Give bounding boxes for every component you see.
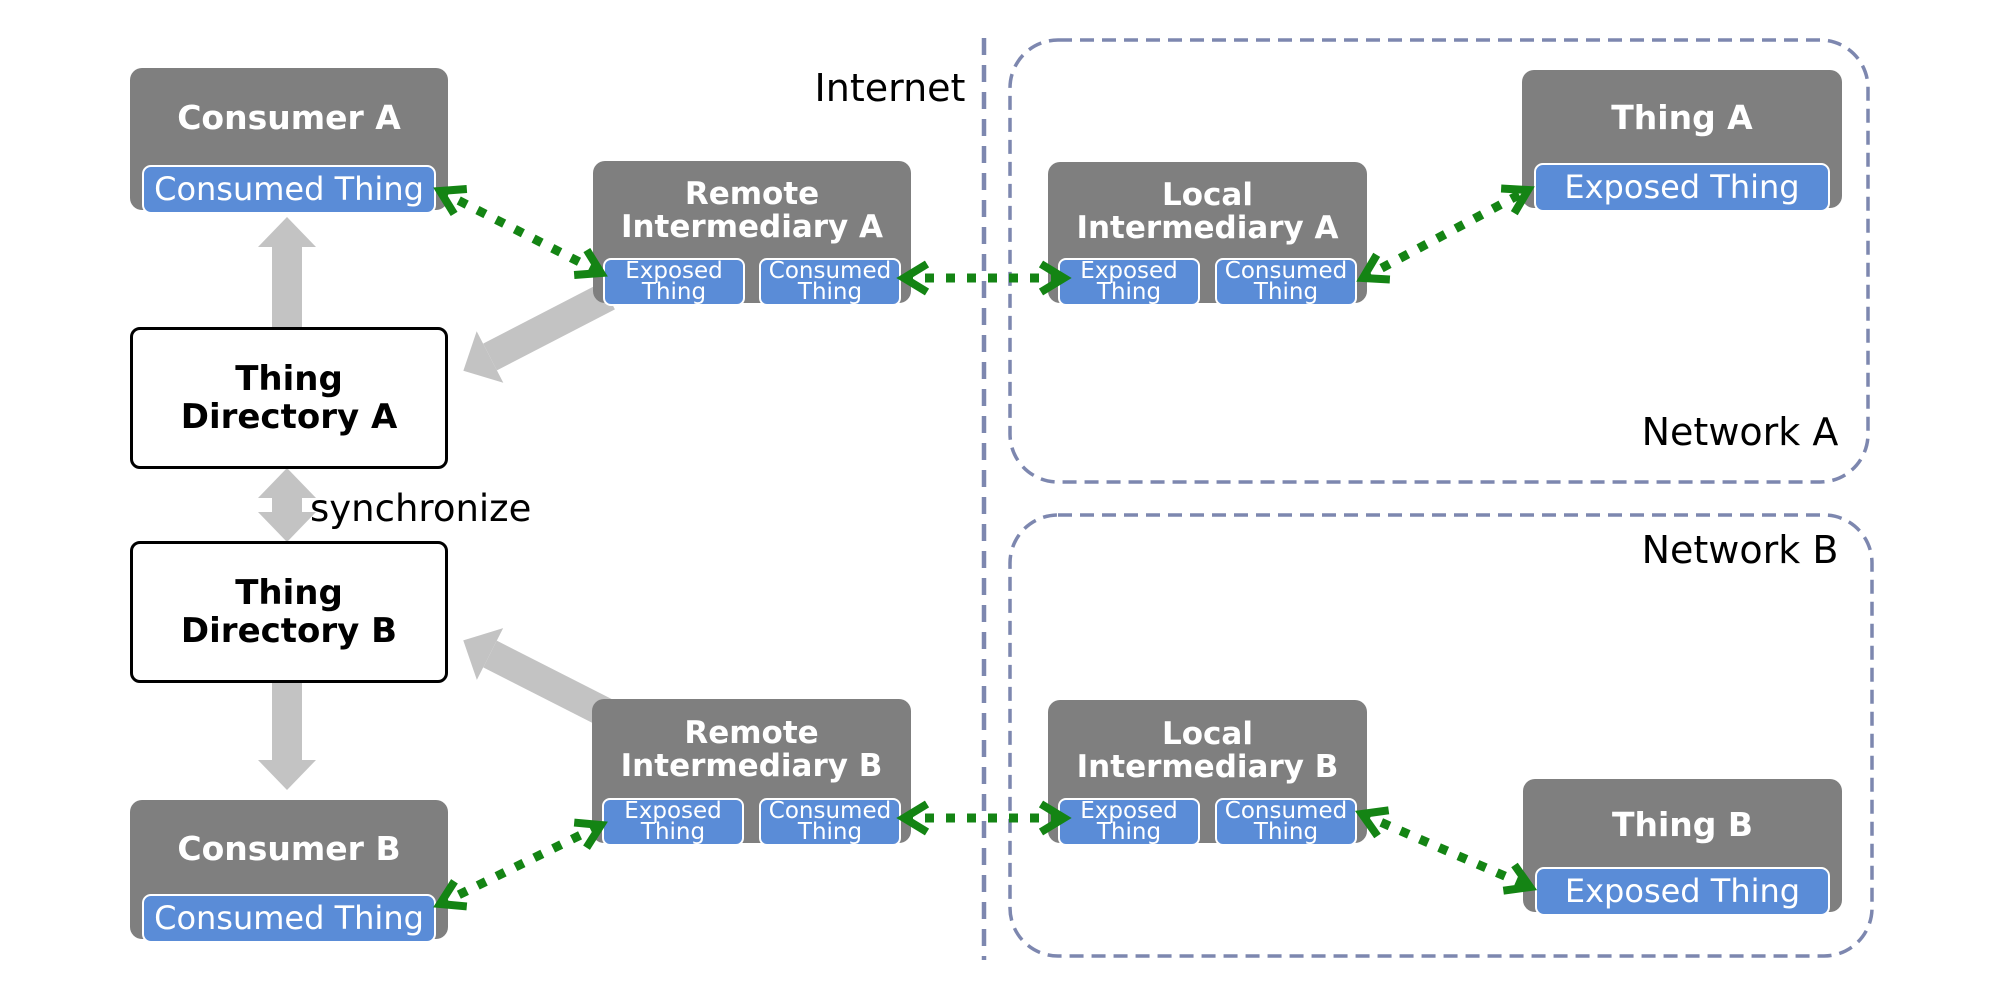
thing-directory-b-title: Thing Directory B xyxy=(180,573,398,651)
local-intermediary-b-title: Local Intermediary B xyxy=(1076,715,1339,785)
consumer-a-title: Consumer A xyxy=(177,98,401,137)
consumer-b-remote-intermediary-b-link xyxy=(433,818,608,911)
thing-a-title: Thing A xyxy=(1611,98,1753,137)
internet-label: Internet xyxy=(814,66,966,110)
remote-intermediary-b-node: Remote Intermediary B Exposed Thing Cons… xyxy=(592,699,911,846)
thing-b-title: Thing B xyxy=(1611,804,1754,844)
thing-a-node: Thing A Exposed Thing xyxy=(1522,70,1842,212)
remote-intermediary-b-to-directory-b-arrow xyxy=(463,628,615,728)
local-intermediary-b-thing-b-link xyxy=(1354,806,1538,895)
consumer-b-node: Consumer B Consumed Thing xyxy=(130,800,448,943)
thing-directory-a-title: Thing Directory A xyxy=(180,359,398,437)
thing-a-exposed-thing: Exposed Thing xyxy=(1534,163,1830,212)
consumer-b-consumed-thing: Consumed Thing xyxy=(142,894,436,943)
consumer-a-consumed-thing: Consumed Thing xyxy=(142,165,436,214)
remote-intermediary-b-exposed-thing: Exposed Thing xyxy=(602,798,744,846)
thing-directory-b-node: Thing Directory B xyxy=(130,541,448,683)
thing-b-exposed-thing: Exposed Thing xyxy=(1535,867,1830,916)
remote-intermediary-b-consumed-thing: Consumed Thing xyxy=(759,798,901,846)
network-b-label: Network B xyxy=(1641,528,1839,572)
consumer-a-node: Consumer A Consumed Thing xyxy=(130,68,448,214)
synchronize-label: synchronize xyxy=(310,487,532,530)
remote-intermediary-b-title: Remote Intermediary B xyxy=(620,715,883,784)
local-intermediary-b-node: Local Intermediary B Exposed Thing Consu… xyxy=(1048,700,1367,846)
local-intermediary-b-exposed-thing: Exposed Thing xyxy=(1058,798,1200,846)
consumer-a-remote-intermediary-a-link xyxy=(433,184,608,280)
remote-intermediary-a-title: Remote Intermediary A xyxy=(620,176,884,245)
local-intermediary-b-consumed-thing: Consumed Thing xyxy=(1215,798,1357,846)
remote-intermediary-a-exposed-thing: Exposed Thing xyxy=(603,258,745,306)
local-intermediary-a-consumed-thing: Consumed Thing xyxy=(1215,258,1357,306)
local-intermediary-a-exposed-thing: Exposed Thing xyxy=(1058,258,1200,306)
remote-intermediary-a-node: Remote Intermediary A Exposed Thing Cons… xyxy=(593,161,911,306)
remote-intermediary-a-to-directory-a-arrow xyxy=(463,282,615,383)
thing-directory-a-node: Thing Directory A xyxy=(130,327,448,469)
thing-b-node: Thing B Exposed Thing xyxy=(1523,779,1842,916)
remote-intermediary-a-consumed-thing: Consumed Thing xyxy=(759,258,901,306)
network-a-label: Network A xyxy=(1641,410,1839,454)
local-intermediary-a-title: Local Intermediary A xyxy=(1076,176,1339,246)
local-intermediary-a-node: Local Intermediary A Exposed Thing Consu… xyxy=(1048,162,1367,306)
consumer-b-title: Consumer B xyxy=(177,828,401,868)
local-intermediary-a-thing-a-link xyxy=(1356,184,1535,284)
